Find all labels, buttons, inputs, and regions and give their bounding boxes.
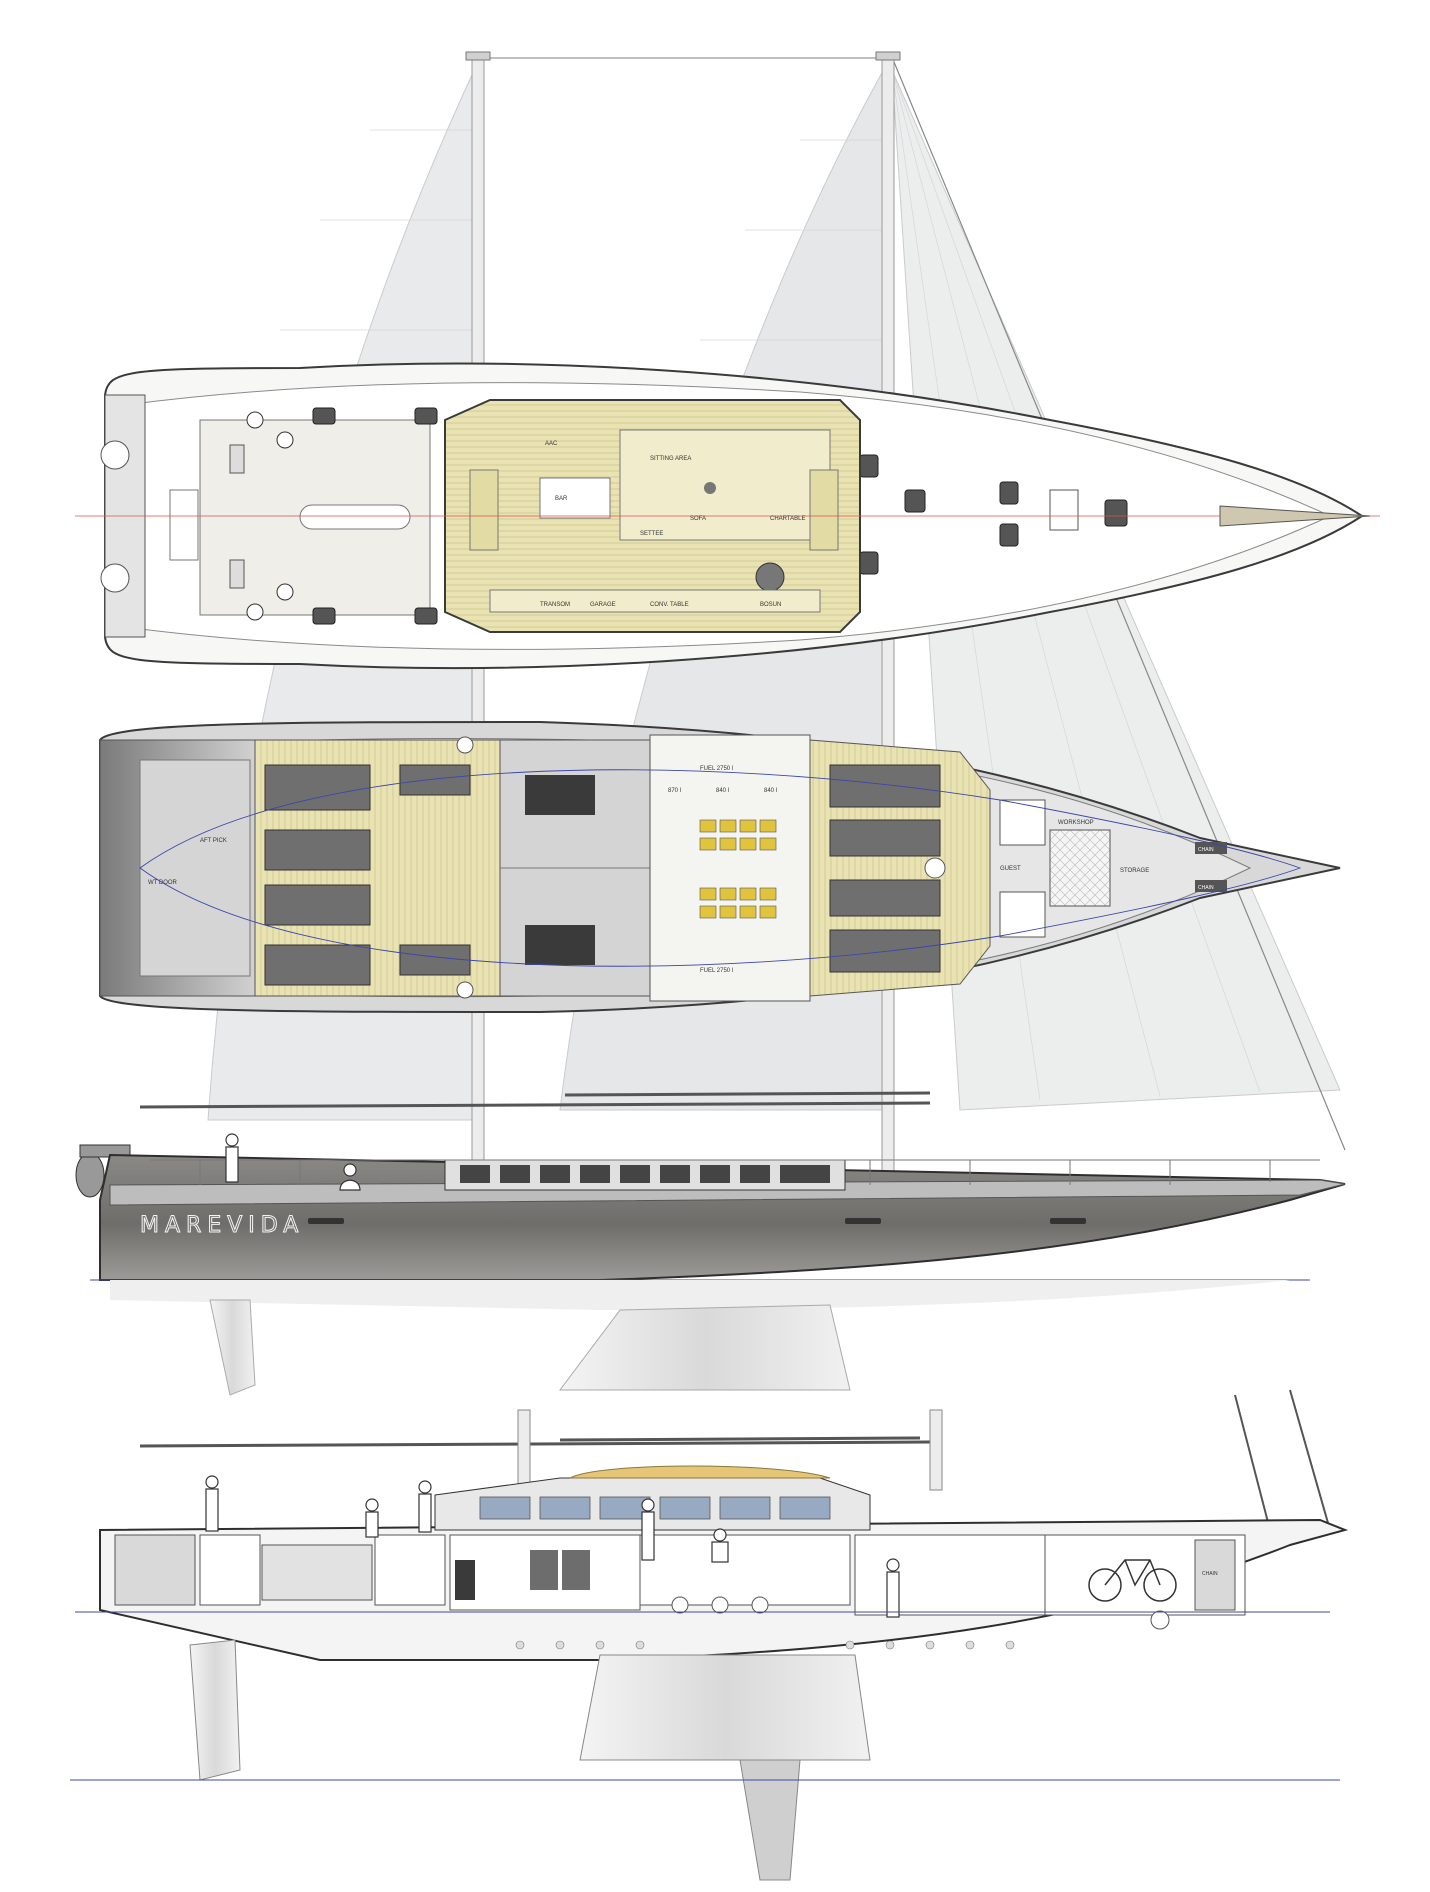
accommodation-plan: AFT PICK WT DOOR FUEL 2750 l FUEL 2750 l… bbox=[99, 720, 1341, 1014]
tank-840b-label: 840 l bbox=[764, 788, 777, 794]
deck-plan: AAC TRANSOM GARAGE SITTING AREA BAR SOFA… bbox=[75, 362, 1380, 670]
section-chain-label: CHAIN bbox=[1202, 1571, 1218, 1577]
guest-label: GUEST bbox=[1000, 866, 1021, 872]
deck-label-sofa: SOFA bbox=[690, 516, 706, 522]
fuel-tank-starboard-label: FUEL 2750 l bbox=[700, 968, 733, 974]
section-centreboard bbox=[739, 1759, 801, 1881]
tank-840a-label: 840 l bbox=[716, 788, 729, 794]
tank-room bbox=[649, 734, 811, 1002]
aft-pick-label: AFT PICK bbox=[200, 838, 227, 844]
deck-label-garage: GARAGE bbox=[590, 602, 616, 608]
chain-locker-label-2: CHAIN bbox=[1198, 885, 1214, 891]
profile-rudder bbox=[209, 1299, 256, 1396]
profile-keel bbox=[559, 1304, 851, 1391]
deck-label-conv-table: CONV. TABLE bbox=[650, 602, 689, 608]
section-dinghy bbox=[569, 1465, 831, 1479]
deck-label-chartable: CHARTABLE bbox=[770, 516, 805, 522]
storage-grid bbox=[1049, 829, 1111, 907]
deck-label-settee: SETTEE bbox=[640, 531, 663, 537]
bicycle-icon bbox=[1088, 1559, 1177, 1602]
deck-label-bosun: BOSUN bbox=[760, 602, 781, 608]
side-profile: MAREVIDA bbox=[75, 1091, 1346, 1396]
chain-locker-label-1: CHAIN bbox=[1198, 847, 1214, 853]
deck-label-transom: TRANSOM bbox=[540, 602, 570, 608]
deck-label-aac: AAC bbox=[545, 441, 558, 447]
tank-870-label: 870 l bbox=[668, 788, 681, 794]
deck-label-sitting-area: SITTING AREA bbox=[650, 456, 691, 462]
deck-label-bar: BAR bbox=[555, 496, 568, 502]
hull-name: MAREVIDA bbox=[140, 1213, 304, 1238]
storage-label: STORAGE bbox=[1120, 868, 1149, 874]
section-view: CHAIN bbox=[70, 1389, 1349, 1881]
section-rudder bbox=[189, 1639, 241, 1781]
section-keel bbox=[579, 1654, 871, 1761]
workshop-label: WORKSHOP bbox=[1058, 820, 1094, 826]
fuel-tank-port-label: FUEL 2750 l bbox=[700, 766, 733, 772]
